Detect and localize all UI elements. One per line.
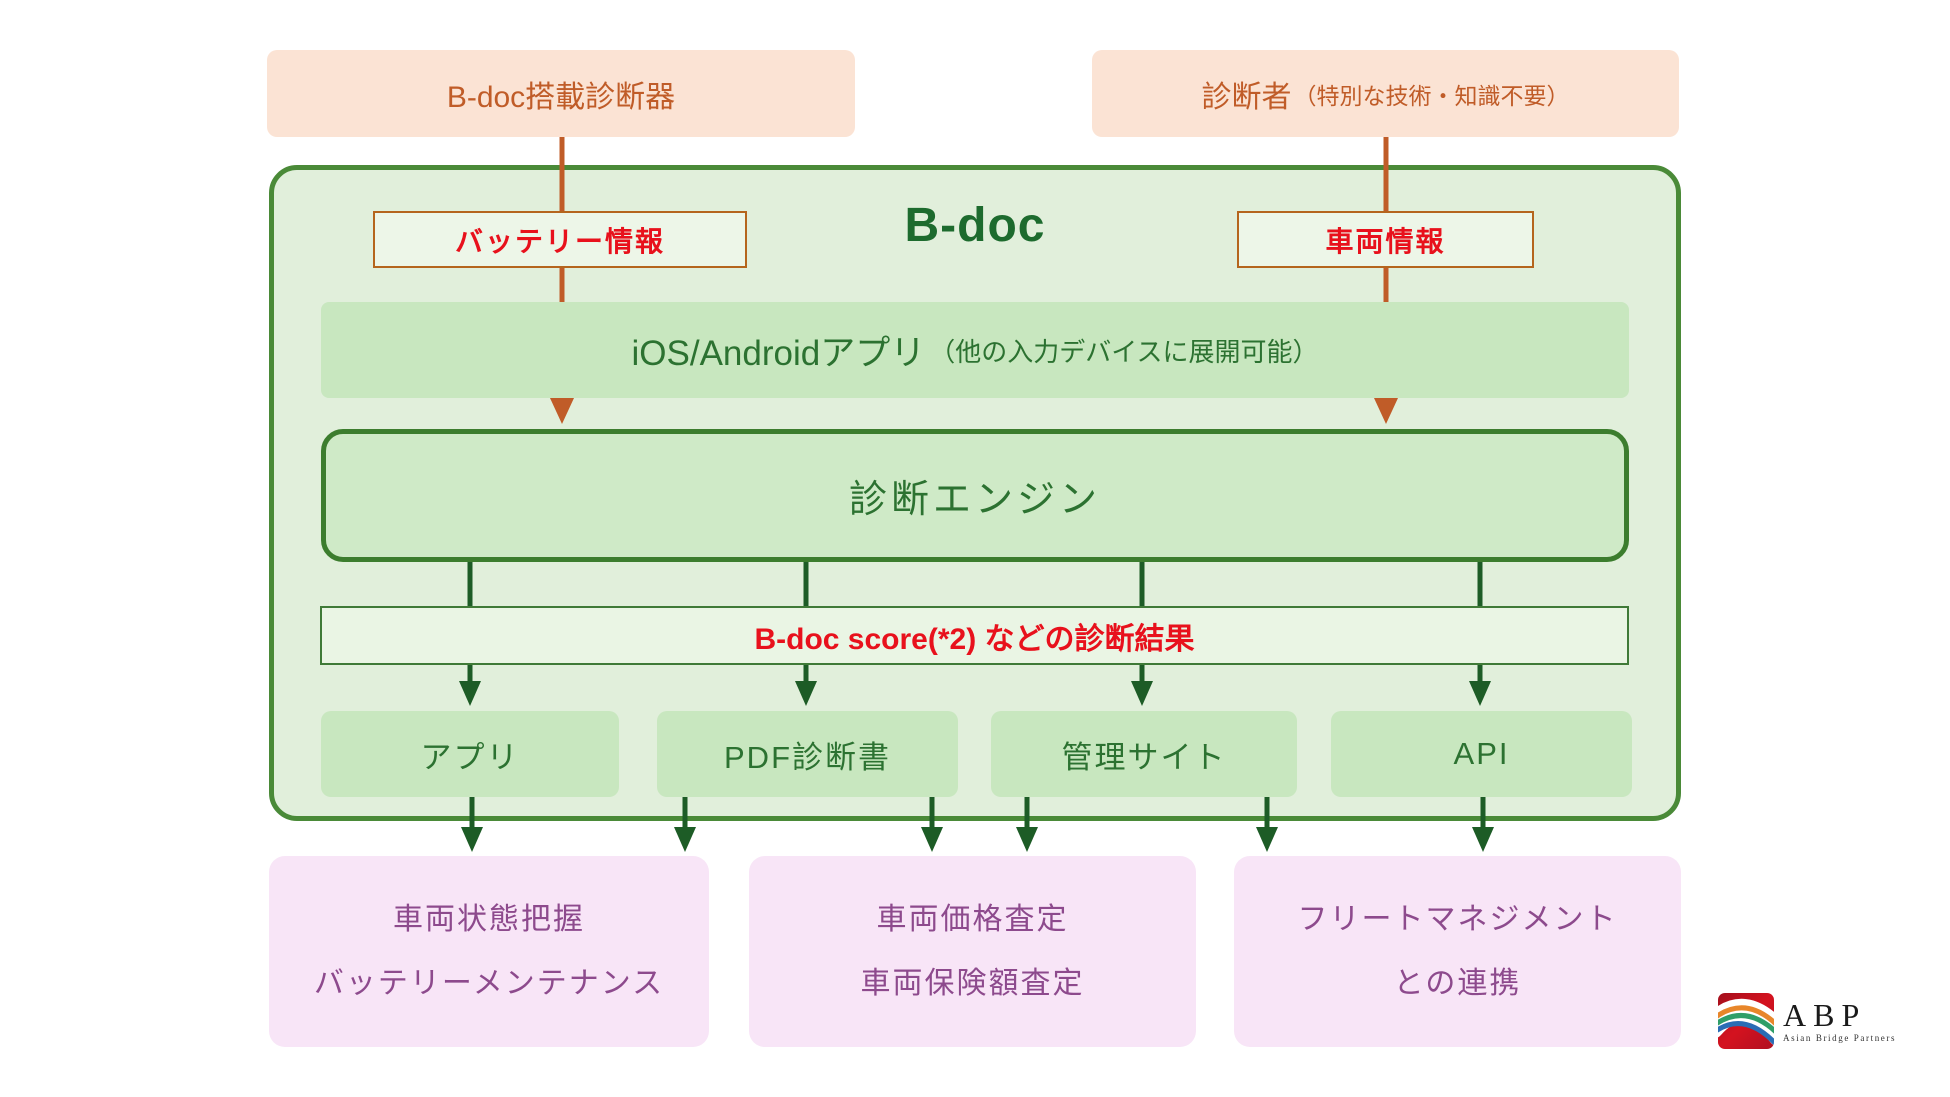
usecase-2-line-1: 車両価格査定 [876,902,1069,936]
system-title: B-doc [904,199,1046,252]
usecase-box-fleet-management: フリートマネジメント との連携 [1234,856,1681,1047]
output-box-api: API [1331,711,1632,797]
app-bar-note: （他の入力デバイスに展開可能） [929,336,1319,367]
usecase-3-line-1: フリートマネジメント [1297,902,1618,936]
engine-box: 診断エンジン [321,429,1629,562]
abp-logo-subtext: Asian Bridge Partners [1783,1033,1897,1043]
output-pdf-label: PDF診断書 [724,739,891,775]
input-box-diagnostic-device: B-doc搭載診断器 [267,50,855,137]
app-bar: iOS/Androidアプリ （他の入力デバイスに展開可能） [321,302,1629,398]
output-api-label: API [1453,736,1510,771]
usecase-box-vehicle-valuation: 車両価格査定 車両保険額査定 [749,856,1196,1047]
output-box-app: アプリ [321,711,619,797]
battery-info-text: バッテリー情報 [454,225,665,257]
diagnoser-label: 診断者 [1201,80,1292,114]
usecase-1-line-2: バッテリーメンテナンス [313,966,665,1000]
app-bar-label: iOS/Androidアプリ [631,333,926,373]
diagnoser-note: （特別な技術・知識不要） [1293,82,1570,109]
abp-logo-icon [1718,993,1774,1049]
result-label: B-doc score(*2) などの診断結果 [754,622,1195,656]
input-box-diagnoser: 診断者 （特別な技術・知識不要） [1092,50,1679,137]
output-app-label: アプリ [420,739,520,775]
output-box-pdf-report: PDF診断書 [657,711,958,797]
vehicle-info-text: 車両情報 [1325,225,1446,257]
result-bar: B-doc score(*2) などの診断結果 [320,606,1629,665]
output-box-admin-site: 管理サイト [991,711,1297,797]
abp-logo-name: ABP [1783,997,1867,1033]
battery-info-label: バッテリー情報 [373,211,747,268]
usecase-3-line-2: との連携 [1393,966,1522,1000]
vehicle-info-label: 車両情報 [1237,211,1534,268]
output-admin-label: 管理サイト [1061,739,1227,775]
usecase-box-vehicle-condition: 車両状態把握 バッテリーメンテナンス [269,856,709,1047]
diagnostic-device-label: B-doc搭載診断器 [446,80,676,114]
usecase-2-line-2: 車両保険額査定 [860,966,1085,1000]
engine-label: 診断エンジン [848,479,1101,521]
usecase-1-line-1: 車両状態把握 [393,902,585,936]
abp-logo: ABP Asian Bridge Partners [1718,990,1898,1052]
